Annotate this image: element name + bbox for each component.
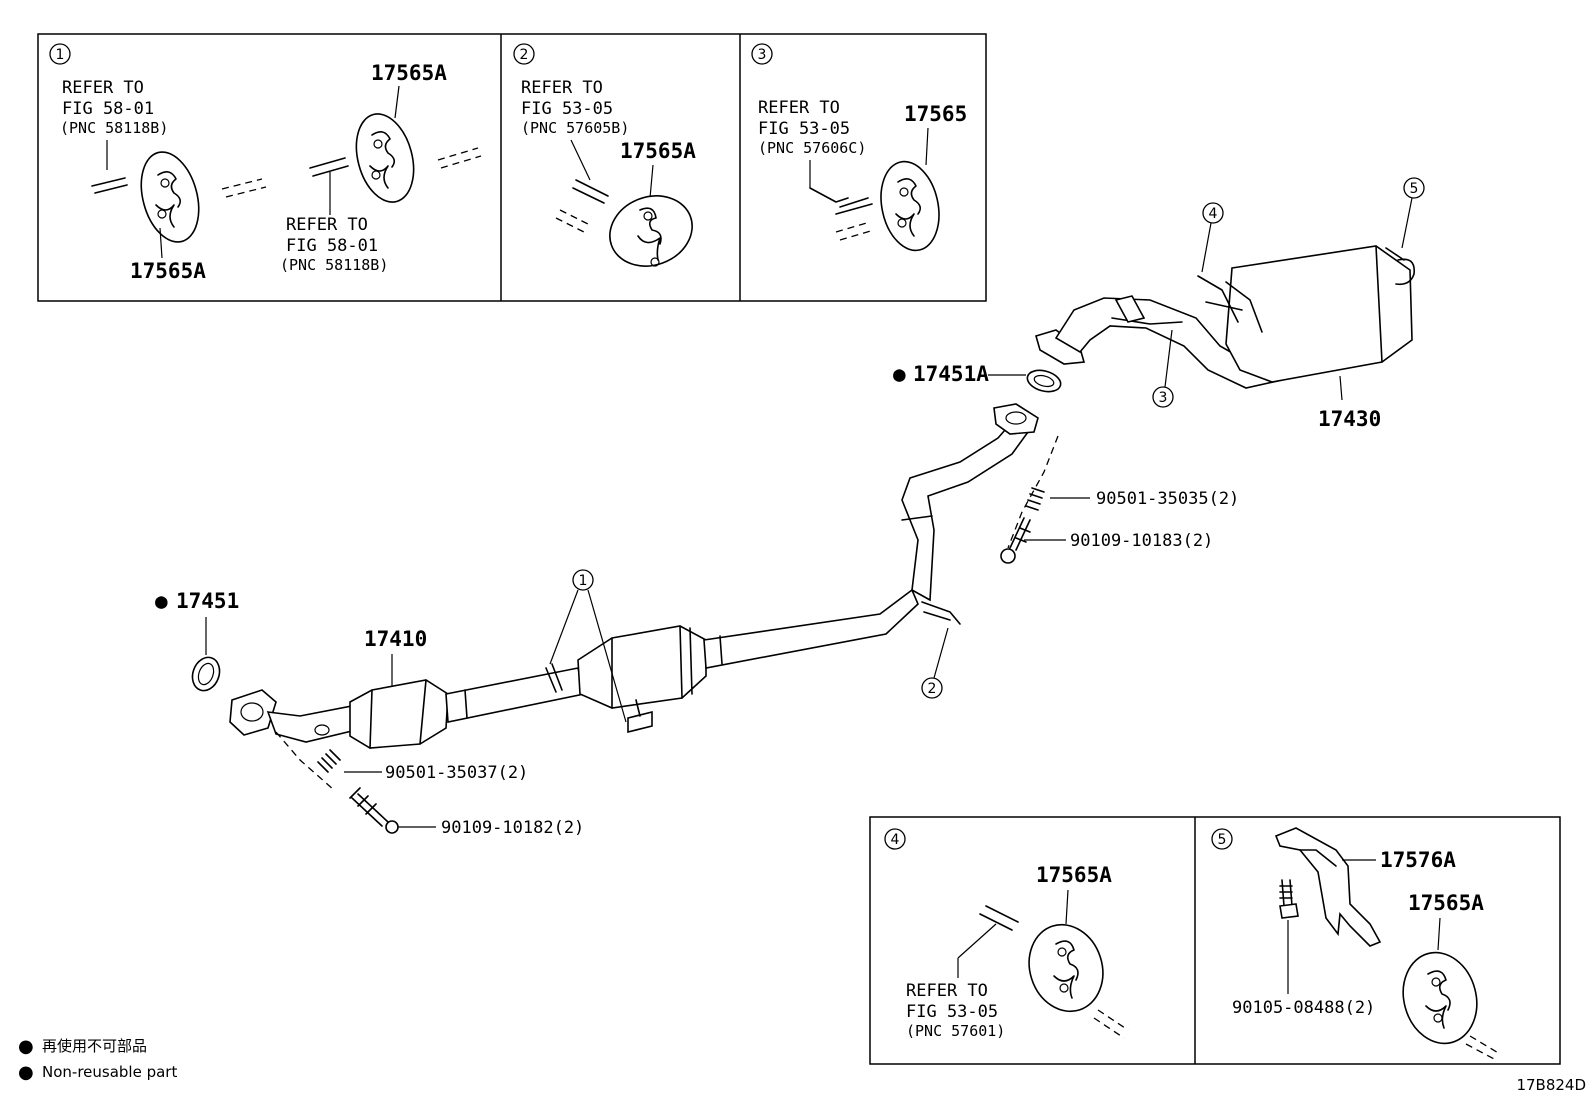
callout-3-number: 3 — [1159, 390, 1168, 406]
callout-4-number: 4 — [1209, 206, 1218, 222]
hanger-rubber-icon — [609, 195, 693, 267]
gasket-front: ● 17451 — [155, 589, 239, 692]
bolt-rear: 90109-10183(2) — [1000, 517, 1213, 564]
inset-3-part: 17565 — [904, 102, 967, 126]
tail-pipe-muffler: 17430 — [1035, 245, 1415, 431]
spring-rear: 90501-35035(2) — [1007, 435, 1239, 549]
inset-4-refer-line1: REFER TO — [906, 981, 988, 1001]
callout-1-number: 1 — [579, 573, 588, 589]
legend-mark-2: ● — [18, 1062, 34, 1083]
callout-3: 3 — [1152, 329, 1174, 408]
bolt-rear-label: 90109-10183(2) — [1070, 531, 1213, 551]
spring-rear-label: 90501-35035(2) — [1096, 489, 1239, 509]
callout-5: 5 — [1401, 177, 1425, 249]
inset-1-part-bottom: 17565A — [130, 259, 206, 283]
inset-4-number: 4 — [891, 832, 900, 848]
callout-1: 1 — [549, 569, 627, 723]
spring-front-label: 90501-35037(2) — [385, 763, 528, 783]
inset-3: 3 REFER TO FIG 53-05 (PNC 57606C) 17565 — [751, 43, 967, 252]
inset-2-refer-line1: REFER TO — [521, 78, 603, 98]
spring-front: 90501-35037(2) — [275, 731, 528, 791]
inset-2: 2 REFER TO FIG 53-05 (PNC 57605B) 17565A — [513, 43, 696, 267]
inset-5-bracket-label: 17576A — [1380, 848, 1456, 872]
inset-5-number: 5 — [1218, 832, 1227, 848]
inset-1-refer-right-line3: (PNC 58118B) — [280, 256, 388, 274]
gasket-front-mark: ● — [155, 589, 168, 613]
inset-1-refer-left-line1: REFER TO — [62, 78, 144, 98]
inset-1: 1 REFER TO FIG 58-01 (PNC 58118B) 17565A… — [49, 43, 482, 283]
inset-1-refer-right-line2: FIG 58-01 — [286, 236, 378, 256]
inset-panel-top: 1 REFER TO FIG 58-01 (PNC 58118B) 17565A… — [37, 33, 987, 302]
inset-1-part-top: 17565A — [371, 61, 447, 85]
bolt-icon — [1279, 879, 1299, 919]
hanger-rubber-icon — [880, 160, 940, 252]
gasket-rear: ● 17451A — [893, 362, 1062, 393]
legend-mark-1: ● — [18, 1036, 34, 1057]
inset-3-number: 3 — [758, 47, 767, 63]
callout-5-number: 5 — [1410, 181, 1419, 197]
center-pipe — [901, 403, 1039, 625]
inset-panel-bottom: 4 REFER TO FIG 53-05 (PNC 57601) 17565A … — [869, 816, 1561, 1065]
front-pipe-label: 17410 — [364, 627, 427, 651]
gasket-front-label: 17451 — [176, 589, 239, 613]
inset-4-part: 17565A — [1036, 863, 1112, 887]
inset-frame-bottom — [869, 816, 1561, 1065]
inset-4-refer-line2: FIG 53-05 — [906, 1002, 998, 1022]
gasket-rear-label: 17451A — [913, 362, 989, 386]
tail-pipe-label: 17430 — [1318, 407, 1381, 431]
callout-4: 4 — [1201, 202, 1224, 273]
inset-2-refer-line2: FIG 53-05 — [521, 99, 613, 119]
inset-frame-top — [37, 33, 987, 302]
inset-1-refer-left-line2: FIG 58-01 — [62, 99, 154, 119]
callout-2: 2 — [921, 627, 949, 699]
callout-2-number: 2 — [928, 681, 937, 697]
gasket-rear-mark: ● — [893, 362, 906, 386]
hanger-rubber-icon — [355, 113, 415, 203]
hanger-rubber-icon — [1028, 923, 1104, 1013]
inset-5: 5 17576A 90105-08488(2) 17565A — [1211, 827, 1501, 1061]
legend-line-en: Non-reusable part — [42, 1063, 177, 1081]
bolt-front-label: 90109-10182(2) — [441, 818, 584, 838]
inset-3-refer-line3: (PNC 57606C) — [758, 139, 866, 157]
inset-5-hanger-label: 17565A — [1408, 891, 1484, 915]
legend: ● 再使用不可部品 ● Non-reusable part — [18, 1036, 177, 1083]
figure-code: 17B824D — [1516, 1076, 1586, 1094]
hanger-rubber-icon — [1402, 951, 1478, 1045]
bolt-front: 90109-10182(2) — [349, 787, 584, 838]
inset-4-refer-line3: (PNC 57601) — [906, 1022, 1005, 1040]
inset-1-refer-right-line1: REFER TO — [286, 215, 368, 235]
inset-2-number: 2 — [520, 47, 529, 63]
inset-1-refer-left-line3: (PNC 58118B) — [60, 119, 168, 137]
legend-line-jp: 再使用不可部品 — [42, 1037, 147, 1055]
inset-2-part: 17565A — [620, 139, 696, 163]
inset-3-refer-line2: FIG 53-05 — [758, 119, 850, 139]
inset-3-refer-line1: REFER TO — [758, 98, 840, 118]
inset-4: 4 REFER TO FIG 53-05 (PNC 57601) 17565A — [884, 828, 1129, 1040]
hanger-rubber-icon — [140, 151, 200, 243]
inset-2-refer-line3: (PNC 57605B) — [521, 119, 629, 137]
inset-1-number: 1 — [56, 47, 65, 63]
front-pipe: 17410 — [229, 588, 919, 749]
inset-5-bolt-label: 90105-08488(2) — [1232, 998, 1375, 1018]
